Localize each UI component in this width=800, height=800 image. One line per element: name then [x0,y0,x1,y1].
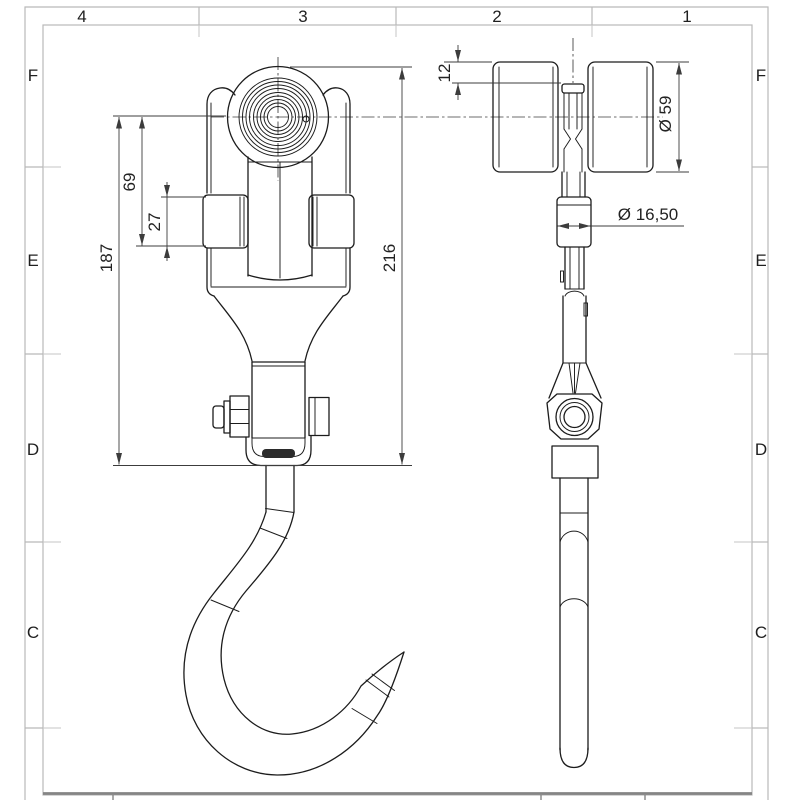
zone-row-label-right-c: C [755,623,767,642]
title-block [43,792,752,800]
hook-rod [551,445,599,769]
axle-shaft [561,83,586,198]
zone-row-label-left-d: D [27,440,39,459]
bolt-head [212,405,225,429]
zone-row-label-right-f: F [756,66,766,85]
dimensions: 187 69 27 216 12 [97,45,689,466]
side-view [492,61,654,769]
dimension-187: 187 [97,115,226,465]
guide-pad-left [202,194,249,249]
swivel-shank [560,246,588,364]
trolley-bracket [202,87,355,362]
hex-nut-right [308,396,330,437]
sheet-frame: 4 3 2 1 F E D C F E D C [24,6,769,800]
hook [183,464,405,776]
dim-187-label: 187 [97,244,116,272]
zone-column-label-4: 4 [77,7,86,26]
swivel-nut [546,362,603,440]
dimension-diameter-16-50: Ø 16,50 [557,205,684,229]
dim-27-label: 27 [145,213,164,232]
roller-left [492,61,559,173]
dimension-12: 12 [435,45,561,100]
zone-row-label-left-e: E [27,251,38,270]
dim-12-label: 12 [435,64,454,83]
collar [556,196,592,248]
front-view [183,65,405,776]
roller-right [587,61,654,173]
bolt-assembly [212,395,330,438]
zone-column-label-1: 1 [682,7,691,26]
zone-row-label-left-c: C [27,623,39,642]
zone-column-label-3: 3 [298,7,307,26]
dim-216-label: 216 [380,244,399,272]
rollers [492,61,654,173]
hex-nut-left [229,395,250,438]
dimension-69: 69 [120,117,206,247]
trolley-wheel [226,65,330,169]
zone-row-label-right-d: D [755,440,767,459]
washer [223,400,231,434]
dimension-diameter-59: Ø 59 [656,61,689,173]
dim-69-label: 69 [120,173,139,192]
dim-16-50-label: Ø 16,50 [618,205,679,224]
clevis-slot [262,449,295,458]
zone-row-label-left-f: F [28,66,38,85]
centerlines [211,38,663,181]
clevis [212,361,330,467]
dim-59-label: Ø 59 [656,96,675,133]
zone-row-label-right-e: E [755,251,766,270]
wheel-tongue [247,156,313,281]
dimension-27: 27 [145,182,206,261]
zone-column-label-2: 2 [492,7,501,26]
guide-pad-right [308,194,355,249]
dimension-216: 216 [113,66,412,466]
